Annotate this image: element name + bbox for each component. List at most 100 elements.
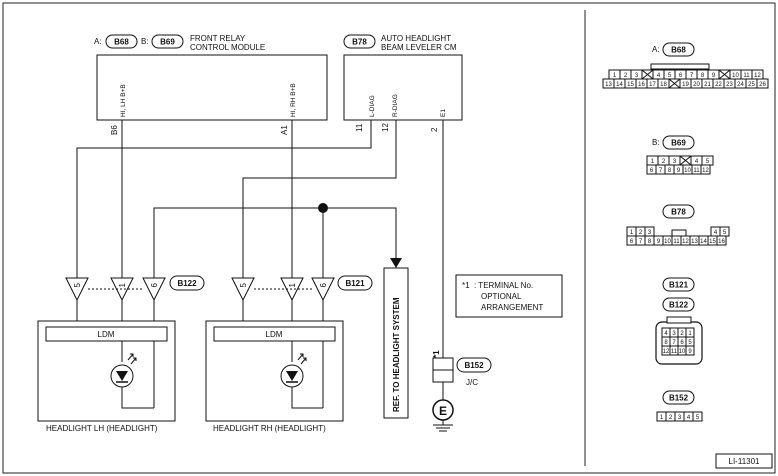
b68-grid-pin-label: 9 [712, 73, 716, 79]
jc-lower [432, 369, 454, 383]
b69-grid-blank-cross [679, 155, 692, 166]
b78-grid-pin-label: 4 [714, 230, 718, 236]
b78-latch [671, 229, 687, 237]
b69-grid-pin-label: 11 [693, 168, 700, 174]
ref-label: REF. TO HEADLIGHT SYSTEM [392, 297, 401, 412]
note-line-2: OPTIONAL [481, 292, 522, 301]
b69-grid-pin-label: 12 [702, 168, 709, 174]
b69-grid-pin-label: 9 [677, 168, 681, 174]
b78-grid-pin-label: 3 [648, 230, 652, 236]
b69-grid-pin-label: 8 [668, 168, 672, 174]
b78-grid-pin-label: 5 [723, 230, 727, 236]
terminal-note: *1 : TERMINAL No. OPTIONAL ARRANGEMENT [455, 274, 563, 318]
b69-grid-pin-label: 1 [651, 159, 655, 165]
b68-oval [662, 42, 695, 57]
frcm-connector-b-oval [151, 34, 184, 49]
wires [76, 120, 444, 358]
b121-grid-pin-label: 3 [672, 331, 676, 337]
b78-grid-pin-label: 11 [673, 239, 680, 245]
lh-title: HEADLIGHT LH (HEADLIGHT) [46, 424, 158, 433]
rh-pin-6-marker [311, 277, 335, 302]
b78-grid-pin-label: 14 [700, 239, 707, 245]
frcm-title-2: CONTROL MODULE [190, 43, 265, 52]
rh-connector: 5 1 6 B121 [231, 275, 373, 327]
b121-latch [666, 316, 692, 324]
headlight-rh: LDM HEADLIGHT RH (HEADLIGHT) [205, 320, 344, 433]
b152-grid-pin-label: 4 [687, 415, 691, 421]
b69-grid-pin-label: 10 [684, 168, 691, 174]
rh-connector-oval [337, 275, 373, 291]
b78-name: B78 [671, 208, 686, 217]
frcm-connector-a: B68 [114, 38, 129, 47]
frcm-connector-a-oval [105, 34, 138, 49]
b68-grid-pin-label: 7 [690, 73, 694, 79]
frcm-box [96, 54, 328, 121]
b152-name: B152 [669, 394, 689, 403]
b69-grid-pin-label: 6 [650, 168, 654, 174]
b69-grid-pin-label: 2 [662, 159, 666, 165]
frcm-pin-right-label: HI, RH B+B [290, 83, 297, 117]
b68-grid-cell [756, 78, 769, 89]
ahbl-connector-oval [343, 34, 376, 49]
b69-prefix: B: [652, 138, 660, 147]
wire-rdiag [242, 120, 397, 278]
ground-jc: J/C [466, 378, 478, 387]
b78-grid-cell [716, 235, 727, 246]
b68-grid-pin-label: 23 [726, 82, 733, 88]
wire-common [153, 207, 397, 278]
ground-connector-oval [456, 357, 492, 373]
rh-light-rays-icon [297, 353, 307, 365]
b68-grid-pin-label: 21 [704, 82, 711, 88]
b121-grid-pin-label: 4 [664, 331, 668, 337]
frcm-prefix-a: A: [94, 37, 102, 46]
ground-joint: *1 B152 J/C E [432, 350, 492, 432]
b68-grid-pin-label: 10 [732, 73, 739, 79]
lh-pin-5-marker [65, 277, 89, 302]
b69-grid-cell [700, 164, 711, 175]
b122-oval [662, 297, 695, 312]
rh-title: HEADLIGHT RH (HEADLIGHT) [213, 424, 326, 433]
lh-connector-oval [169, 275, 205, 291]
b68-grid-pin-label: 1 [613, 73, 617, 79]
b68-latch [650, 63, 710, 70]
b121-grid-pin-label: 11 [671, 349, 678, 355]
ground-symbol: E [439, 404, 447, 418]
b68-grid-pin-label: 13 [605, 82, 612, 88]
b78-grid-pin-label: 10 [664, 239, 671, 245]
b152-grid-pin-label: 3 [678, 415, 682, 421]
rh-ldm-box [213, 326, 336, 342]
b68-grid-pin-label: 17 [649, 82, 656, 88]
b68-grid-pin-label: 26 [759, 82, 766, 88]
ground-connector: B152 [464, 361, 484, 370]
frcm-pin-left-label: HI, LH B+B [120, 84, 127, 117]
ahbl-pin2-num: 12 [381, 123, 390, 132]
b152-grid-pin-label: 1 [660, 415, 664, 421]
frcm-prefix-b: B: [141, 37, 149, 46]
note-box [455, 274, 563, 318]
b78-grid-pin-label: 16 [718, 239, 725, 245]
wire-ldiag [76, 120, 372, 278]
b121-grid-cell [685, 345, 695, 356]
lh-connector: 5 1 6 B122 [65, 275, 205, 327]
b68-grid-pin-label: 6 [679, 73, 683, 79]
lh-ldm-box [45, 326, 168, 342]
ref-arrow [390, 258, 402, 268]
b121-grid-pin-label: 5 [688, 340, 692, 346]
b121-grid-pin-label: 2 [680, 331, 684, 337]
rh-ldm-label: LDM [266, 330, 283, 339]
b122-name: B122 [669, 301, 689, 310]
b78-grid-pin-label: 13 [691, 239, 698, 245]
b78-grid-pin-label: 12 [682, 239, 689, 245]
b121-grid-pin-label: 1 [688, 331, 692, 337]
lh-pin-1: 1 [118, 282, 127, 287]
rh-pin-6: 6 [319, 282, 328, 287]
b68-grid-blank-cross [641, 69, 654, 80]
